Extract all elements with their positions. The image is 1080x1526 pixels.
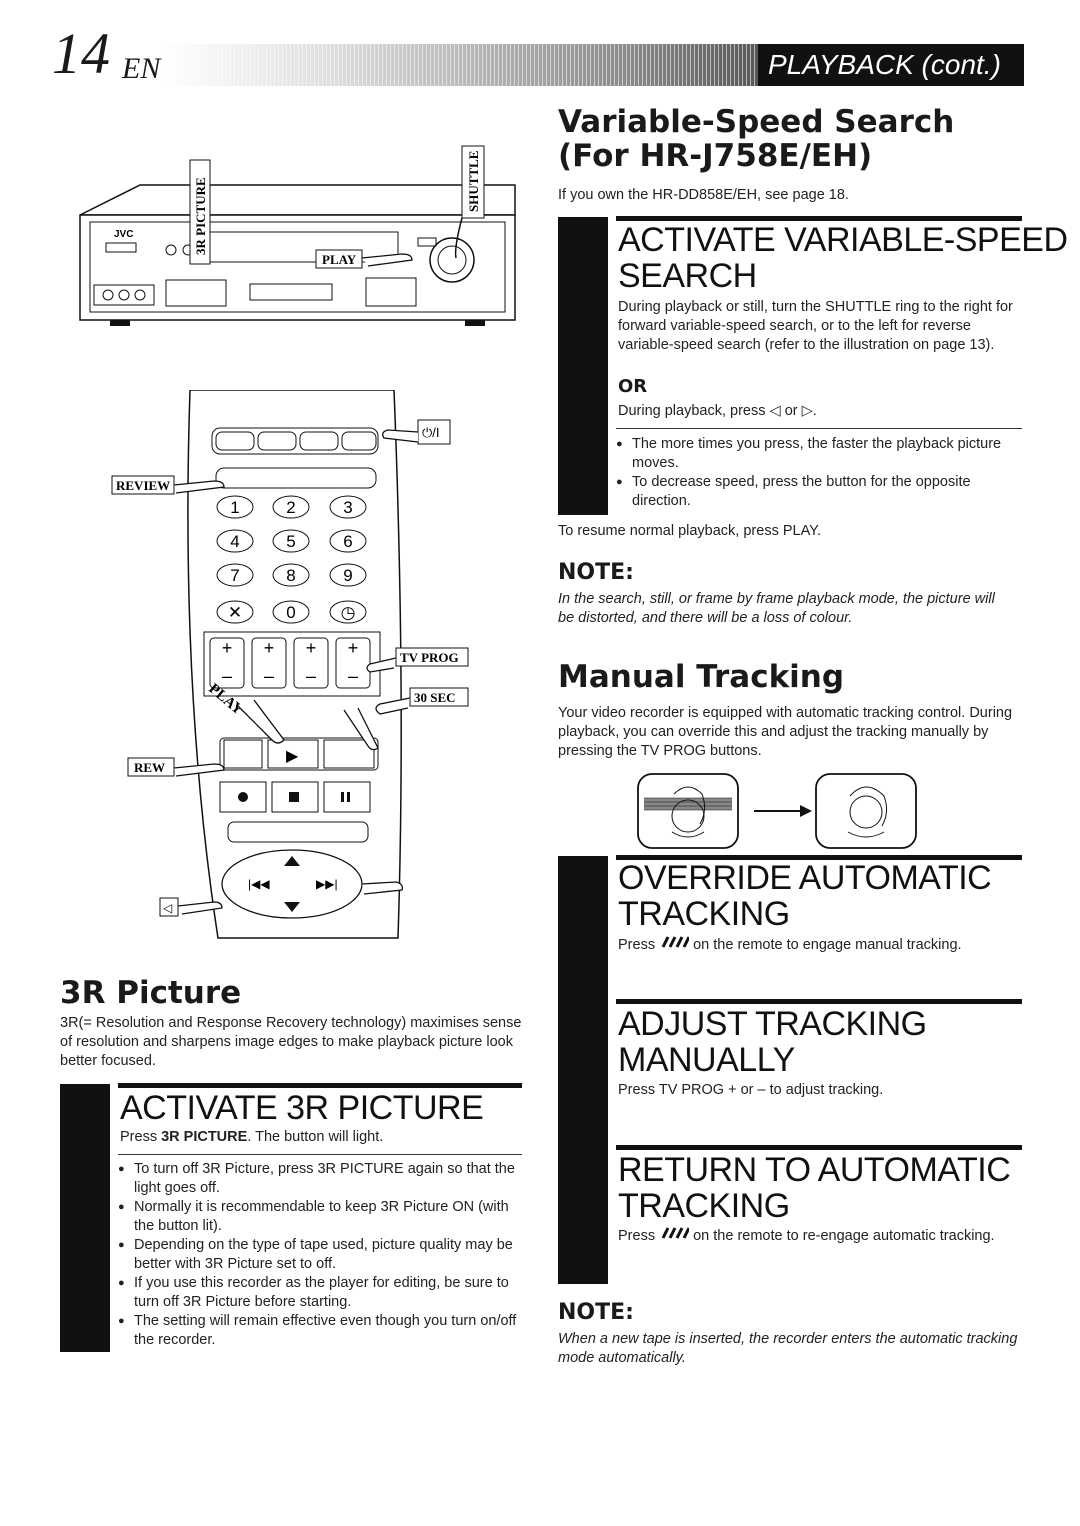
label-3r-picture: 3R PICTURE <box>193 177 208 255</box>
svg-text:|◀◀: |◀◀ <box>248 877 270 891</box>
note-text: When a new tape is inserted, the recorde… <box>558 1331 1018 1366</box>
key-5: 5 <box>286 532 295 551</box>
header-title-box <box>758 44 1024 86</box>
heading-3r-picture: 3R Picture <box>60 975 242 1011</box>
svg-text:–: – <box>306 666 316 686</box>
svg-text:+: + <box>264 638 275 658</box>
step-bar <box>558 217 608 515</box>
label-vcr-play: PLAY <box>322 252 357 267</box>
step-bar <box>60 1084 110 1352</box>
divider <box>616 428 1022 429</box>
divider <box>118 1083 522 1088</box>
key-4: 4 <box>230 532 239 551</box>
note-text: In the search, still, or frame by frame … <box>558 591 995 626</box>
step-bar <box>558 856 608 1284</box>
step-title: ACTIVATE 3R PICTURE <box>120 1089 484 1127</box>
svg-text:–: – <box>348 666 358 686</box>
step-text: Press TV PROG + or – to adjust tracking. <box>618 1082 884 1098</box>
key-6: 6 <box>343 532 352 551</box>
label-shuttle: SHUTTLE <box>466 151 481 212</box>
note-heading: NOTE: <box>558 560 634 585</box>
step-text: During playback or still, turn the SHUTT… <box>618 299 1013 353</box>
bullet-item: If you use this recorder as the player f… <box>118 1274 526 1312</box>
step-title: ADJUST TRACKING MANUALLY <box>618 1005 927 1079</box>
label-30-sec: 30 SEC <box>414 690 456 705</box>
divider <box>616 1145 1022 1150</box>
bullet-item: Depending on the type of tape used, pict… <box>118 1236 526 1274</box>
svg-text:+: + <box>222 638 233 658</box>
divider <box>616 999 1022 1004</box>
svg-text:▶: ▶ <box>286 748 299 765</box>
svg-text:–: – <box>222 666 232 686</box>
tracking-illustration <box>637 773 917 849</box>
key-8: 8 <box>286 566 295 585</box>
intro-tracking: Your video recorder is equipped with aut… <box>558 705 1013 759</box>
label-power: ⏻/I <box>422 425 440 440</box>
key-1: 1 <box>230 498 239 517</box>
step-number: 2 <box>562 1069 599 1151</box>
model-note: If you own the HR-DD858E/EH, see page 18… <box>558 187 849 203</box>
svg-text:✕: ✕ <box>228 603 242 622</box>
bullet-item: To turn off 3R Picture, press 3R PICTURE… <box>118 1160 526 1198</box>
step-number: 3 <box>562 1214 599 1296</box>
heading-manual-tracking: Manual Tracking <box>558 659 845 695</box>
svg-text:–: – <box>264 666 274 686</box>
divider <box>118 1154 522 1155</box>
key-7: 7 <box>230 566 239 585</box>
tracking-icon <box>661 1227 691 1239</box>
label-rew: REW <box>134 760 165 775</box>
page-language: EN <box>122 52 161 85</box>
step-title: RETURN TO AUTOMATIC TRACKING <box>618 1151 1011 1225</box>
label-review: REVIEW <box>116 478 170 493</box>
tracking-icon <box>661 936 691 948</box>
step-text: Press 3R PICTURE. The button will light. <box>120 1129 384 1145</box>
step-number: 1 <box>562 291 599 373</box>
divider <box>616 855 1022 860</box>
bullet-list: The more times you press, the faster the… <box>616 435 1022 511</box>
note-heading: NOTE: <box>558 1300 634 1325</box>
svg-text:◷: ◷ <box>341 603 356 622</box>
step-number: 1 <box>562 931 599 1013</box>
bullet-item: The more times you press, the faster the… <box>616 435 1022 473</box>
bullet-list: To turn off 3R Picture, press 3R PICTURE… <box>118 1160 526 1350</box>
header-title: PLAYBACK (cont.) <box>768 49 1001 80</box>
divider <box>616 216 1022 221</box>
alt-instruction: During playback, press ◁ or ▷. <box>618 403 817 419</box>
bullet-item: The setting will remain effective even t… <box>118 1312 526 1350</box>
svg-text:+: + <box>306 638 317 658</box>
vcr-illustration: JVC 3R PICTURE SHUTTLE PLAY <box>79 145 516 326</box>
key-9: 9 <box>343 566 352 585</box>
svg-text:+: + <box>348 638 359 658</box>
bullet-item: Normally it is recommendable to keep 3R … <box>118 1198 526 1236</box>
number-keypad: 1 2 3 4 5 6 7 8 9 ✕ 0 ◷ <box>216 495 367 624</box>
svg-text:▶▶|: ▶▶| <box>316 877 338 891</box>
step-title: ACTIVATE VARIABLE-SPEED SEARCH <box>618 221 1068 295</box>
step-title: OVERRIDE AUTOMATIC TRACKING <box>618 859 992 933</box>
remote-illustration: 1 2 3 4 5 6 7 8 9 ✕ 0 ◷ + – + – + – + – ▶ |◀… <box>111 390 469 939</box>
key-0: 0 <box>286 603 295 622</box>
key-2: 2 <box>286 498 295 517</box>
label-tv-prog: TV PROG <box>400 650 459 665</box>
svg-text:◁: ◁ <box>163 901 173 915</box>
intro-3r-picture: 3R(= Resolution and Response Recovery te… <box>60 1015 522 1069</box>
or-label: OR <box>618 376 648 397</box>
step-number: 1 <box>64 1116 101 1198</box>
heading-variable-speed: Variable-Speed Search (For HR-J758E/EH) <box>558 104 955 174</box>
page-number: 14 <box>52 21 110 86</box>
key-3: 3 <box>343 498 352 517</box>
brand-logo: JVC <box>114 229 133 240</box>
step-text: Press on the remote to re-engage automat… <box>618 1227 995 1244</box>
bullet-item: To decrease speed, press the button for … <box>616 473 1022 511</box>
step-text: Press on the remote to engage manual tra… <box>618 936 962 953</box>
resume-text: To resume normal playback, press PLAY. <box>558 523 822 539</box>
